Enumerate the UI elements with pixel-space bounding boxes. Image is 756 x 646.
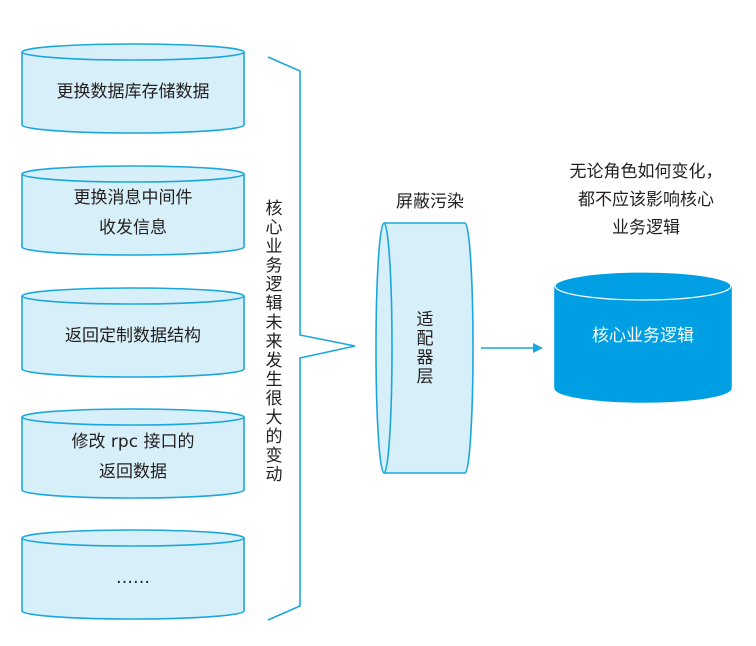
vertical-char: 的 — [265, 427, 283, 447]
change-label-line: 返回定制数据结构 — [65, 326, 201, 346]
brace-label: 核心业务逻辑未来发生很大的变动 — [263, 200, 285, 485]
core-note-line: 无论角色如何变化， — [569, 162, 723, 182]
change-label-line: 修改 rpc 接口的 — [71, 432, 195, 452]
vertical-char: 适 — [416, 310, 434, 330]
vertical-char: 大 — [265, 408, 283, 428]
core-note-line: 业务逻辑 — [612, 218, 680, 238]
vertical-char: 业 — [265, 237, 283, 257]
brace — [267, 56, 356, 621]
core-note-line: 都不应该影响核心 — [578, 190, 714, 210]
adapter-title: 屏蔽污染 — [396, 192, 464, 212]
change-label-1: 更换数据库存储数据 — [22, 77, 244, 107]
vertical-char: 生 — [265, 370, 283, 390]
change-label-line: 返回数据 — [99, 462, 167, 482]
vertical-char: 配 — [416, 329, 434, 349]
change-cylinder-2 — [21, 165, 245, 256]
change-label-3: 返回定制数据结构 — [22, 321, 244, 351]
vertical-char: 核 — [265, 199, 283, 219]
adapter-cylinder — [375, 222, 474, 474]
vertical-char: 发 — [265, 351, 283, 371]
vertical-char: 逻 — [265, 275, 283, 295]
vertical-char: 务 — [265, 256, 283, 276]
vertical-char: 来 — [265, 332, 283, 352]
change-label-2: 更换消息中间件 收发信息 — [22, 183, 244, 243]
adapter-label: 适配器层 — [414, 311, 436, 387]
vertical-char: 很 — [265, 389, 283, 409]
vertical-char: 辑 — [265, 294, 283, 314]
change-label-line: 更换数据库存储数据 — [56, 82, 210, 102]
vertical-char: 器 — [416, 348, 434, 368]
change-label-5: …… — [22, 563, 244, 593]
change-label-line: 更换消息中间件 — [73, 188, 193, 208]
change-cylinder-5 — [21, 529, 245, 620]
vertical-char: 未 — [265, 313, 283, 333]
vertical-char: 心 — [265, 218, 283, 238]
change-cylinder-1 — [21, 43, 245, 134]
change-label-4: 修改 rpc 接口的 返回数据 — [22, 427, 244, 487]
core-note: 无论角色如何变化， 都不应该影响核心 业务逻辑 — [546, 158, 746, 242]
change-label-line: 收发信息 — [99, 218, 167, 238]
change-cylinder-4 — [21, 408, 245, 499]
change-label-line: …… — [116, 568, 150, 588]
vertical-char: 动 — [265, 465, 283, 485]
vertical-char: 层 — [416, 367, 434, 387]
vertical-char: 变 — [265, 446, 283, 466]
change-cylinder-3 — [21, 287, 245, 378]
core-cylinder — [554, 271, 732, 403]
core-label: 核心业务逻辑 — [592, 326, 694, 346]
